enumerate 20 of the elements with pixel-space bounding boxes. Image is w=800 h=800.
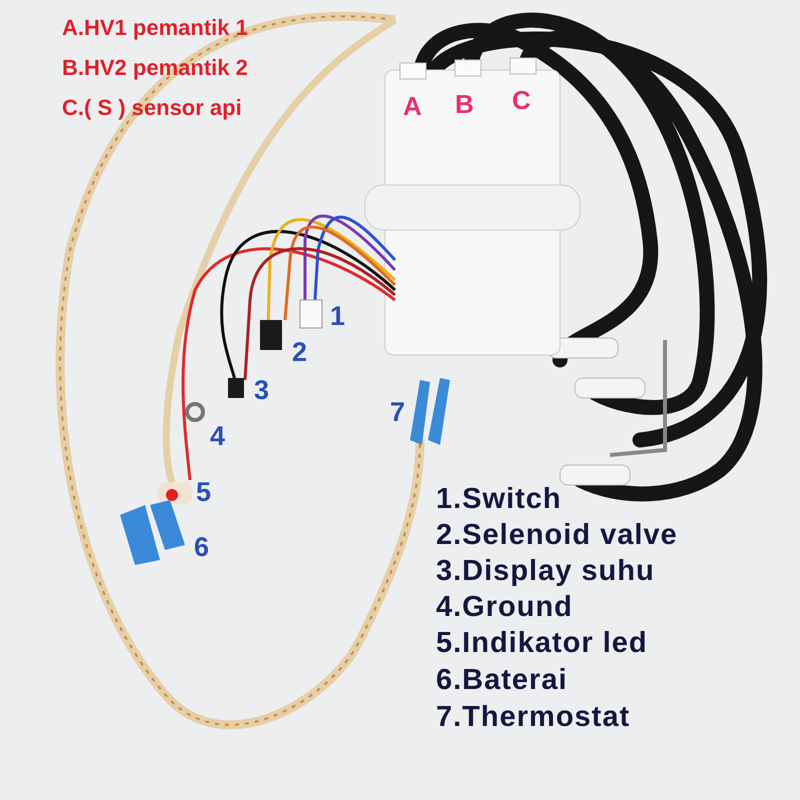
list-item: 6.Baterai	[436, 665, 568, 697]
callout-number: 3	[254, 376, 270, 406]
terminal-letter: C	[512, 86, 531, 115]
list-item: 2.Selenoid valve	[436, 520, 678, 552]
legend-text: C.( S ) sensor api	[62, 96, 242, 120]
legend-text: A.HV1 pemantik 1	[62, 16, 248, 40]
terminal-letter: A	[403, 92, 422, 121]
callout-number: 7	[390, 398, 406, 428]
callout-number: 6	[194, 533, 210, 563]
list-item: 4.Ground	[436, 592, 573, 624]
legend-text: B.HV2 pemantik 2	[62, 56, 248, 80]
list-item: 3.Display suhu	[436, 556, 655, 588]
callout-number: 4	[210, 422, 226, 452]
terminal-letter: B	[455, 90, 474, 119]
list-item: 7.Thermostat	[436, 702, 630, 734]
callout-number: 1	[330, 302, 346, 332]
callout-number: 2	[292, 338, 308, 368]
list-item: 1.Switch	[436, 484, 562, 516]
list-item: 5.Indikator led	[436, 628, 648, 660]
callout-number: 5	[196, 478, 212, 508]
